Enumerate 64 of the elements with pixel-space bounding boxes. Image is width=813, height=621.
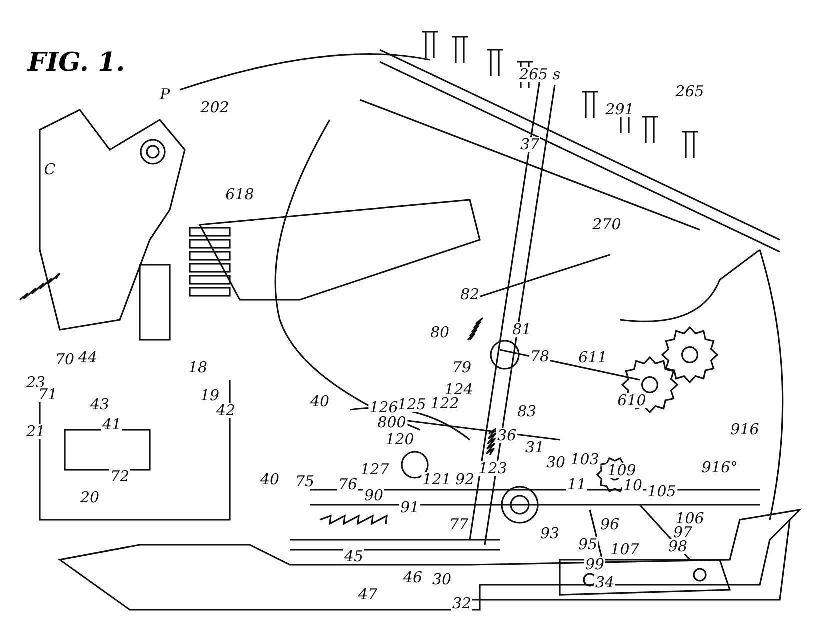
callout-number: 36 — [496, 428, 518, 444]
callout-number: P — [158, 88, 172, 102]
callout-number: 98 — [667, 540, 689, 554]
callout-number: 96 — [599, 518, 621, 532]
callout-number: 125 — [396, 398, 428, 412]
callout-number: 30 — [431, 572, 453, 588]
callout-number: 19 — [199, 388, 221, 404]
callout-number: 265 — [674, 84, 706, 100]
callout-number: 83 — [516, 404, 538, 420]
callout-number: 30 — [545, 456, 567, 470]
callout-number: 47 — [357, 588, 379, 602]
callout-number: 916 — [730, 422, 760, 438]
callout-number: 618 — [224, 188, 256, 202]
callout-number: 37 — [519, 138, 541, 152]
figure-title: FIG. 1. — [28, 48, 126, 78]
callout-number: 34 — [594, 576, 616, 590]
callout-number: 46 — [402, 570, 424, 586]
callout-number: 270 — [592, 218, 622, 232]
callout-number: 126 — [368, 400, 400, 416]
callout-number: 75 — [294, 474, 316, 490]
callout-number: C — [43, 162, 57, 178]
callout-number: 20 — [79, 490, 101, 506]
callout-number: 90 — [363, 488, 385, 504]
callout-number: 202 — [200, 100, 230, 116]
callout-number: 265 s — [518, 68, 562, 82]
callout-number: 107 — [610, 542, 640, 558]
callout-number: 42 — [215, 404, 237, 418]
callout-number: 44 — [77, 350, 99, 366]
callout-number: 92 — [454, 472, 476, 488]
callout-number: 72 — [109, 470, 131, 484]
callout-number: 70 — [54, 352, 76, 368]
callout-number: 124 — [444, 382, 474, 398]
callout-number: 610 — [616, 394, 648, 408]
callout-number: 95 — [577, 538, 599, 552]
callout-number: 106 — [674, 512, 706, 526]
callout-number: 40 — [259, 472, 281, 488]
callout-number: 40 — [309, 394, 331, 410]
callout-number: 127 — [360, 462, 390, 478]
callout-number: 97 — [672, 526, 694, 540]
callout-number: 800 — [376, 416, 408, 430]
callout-number: 45 — [343, 550, 365, 564]
callout-number: 80 — [429, 326, 451, 340]
callout-number: 79 — [451, 360, 473, 376]
callout-number: 82 — [459, 288, 481, 302]
callout-number: 32 — [451, 596, 473, 612]
callout-number: 43 — [89, 398, 111, 412]
callout-number: 41 — [101, 418, 123, 432]
callout-number: 123 — [478, 462, 508, 476]
callout-number: 11 — [566, 478, 588, 492]
callout-number: 109 — [606, 464, 638, 478]
callout-number: 120 — [384, 432, 416, 448]
callout-number: 122 — [430, 396, 460, 412]
callout-number: 103 — [570, 452, 600, 468]
callout-number: 78 — [529, 350, 551, 364]
callout-number: 93 — [539, 526, 561, 542]
callout-number: 77 — [448, 518, 470, 532]
callout-number: 99 — [584, 558, 606, 572]
callout-number: 105 — [646, 484, 678, 500]
callout-number: 91 — [399, 500, 421, 516]
callout-number: 291 — [604, 102, 636, 118]
callout-number: 76 — [337, 478, 359, 492]
callout-number: 10 — [622, 478, 644, 494]
callout-number: 916° — [700, 460, 740, 476]
callout-number: 18 — [187, 360, 209, 376]
